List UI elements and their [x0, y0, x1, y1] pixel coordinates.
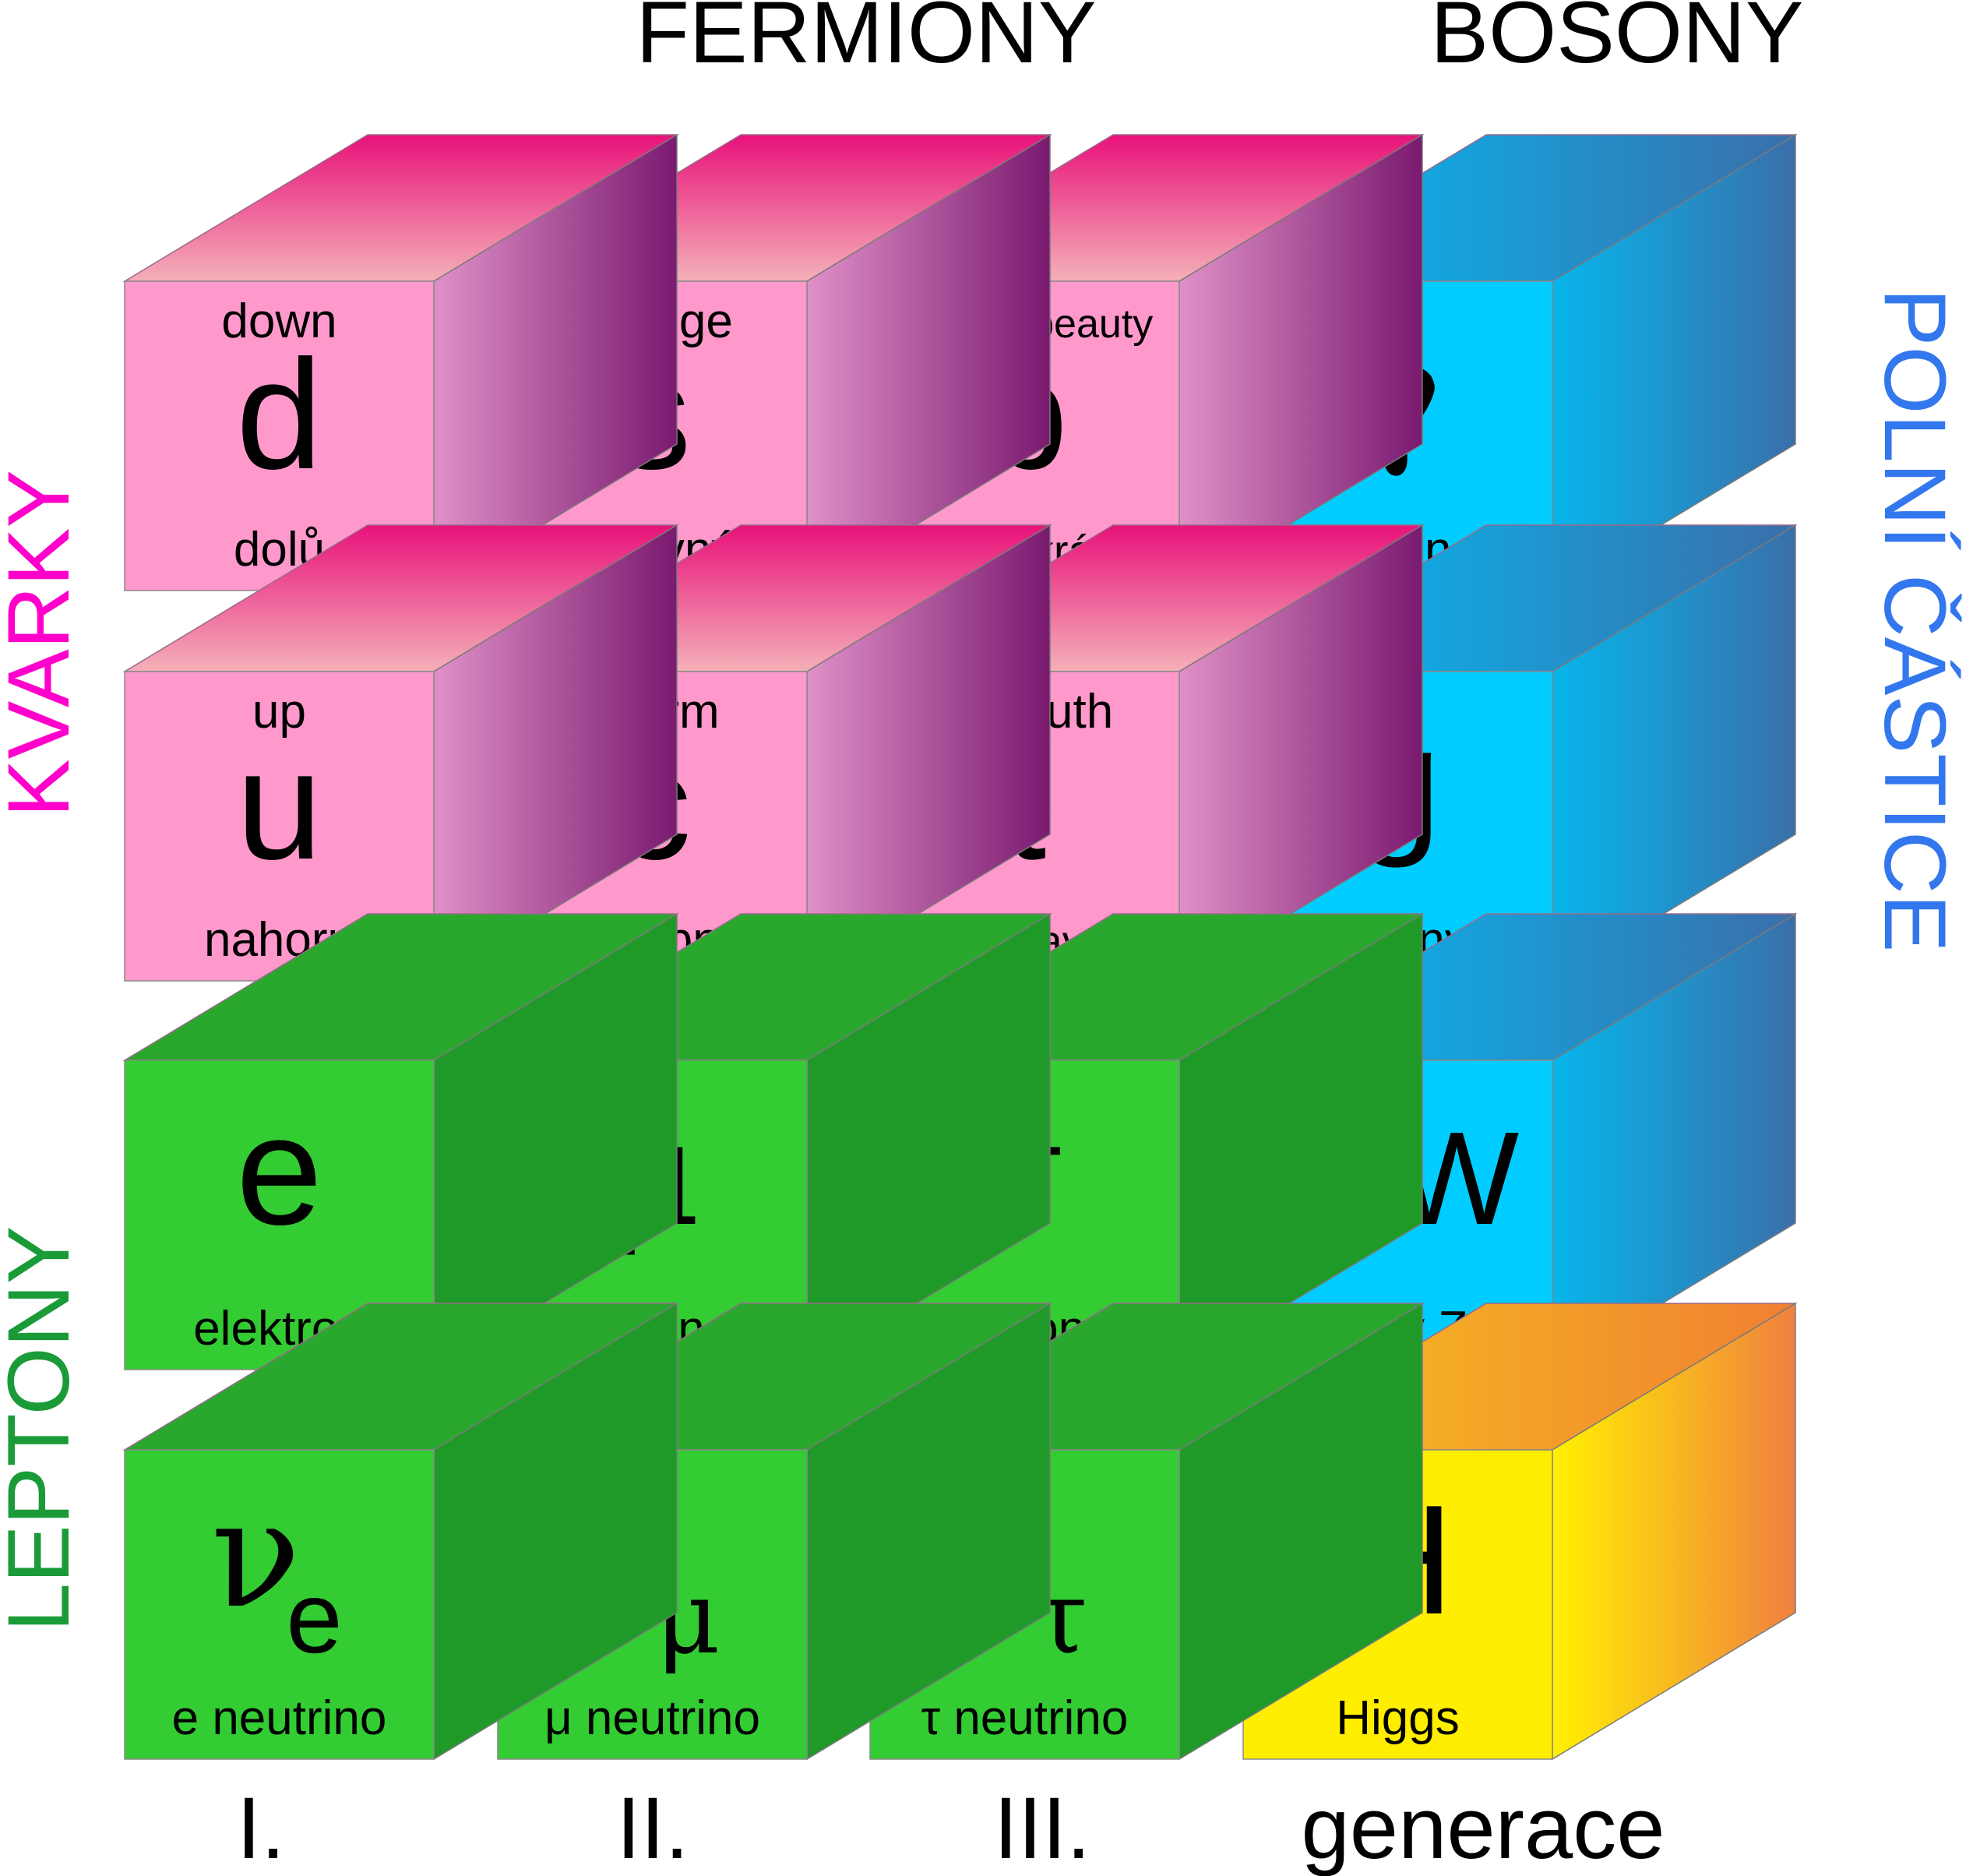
- particle-symbol-subscript: e: [286, 1560, 342, 1674]
- fermions-heading: FERMIONY: [636, 0, 1096, 81]
- generation-label-3: III.: [994, 1779, 1090, 1876]
- particle-symbol: e: [236, 1084, 322, 1257]
- particle-english-name: down: [221, 294, 336, 348]
- particle-english-name: up: [252, 685, 306, 739]
- particle-symbol: ν: [211, 1469, 301, 1641]
- particle-czech-name: μ neutrino: [544, 1691, 760, 1745]
- cube-front-face: [124, 1449, 435, 1760]
- field-particles-label: POLNÍ ČÁSTICE: [1866, 288, 1964, 953]
- generation-label-2: II.: [616, 1779, 689, 1876]
- particle-czech-name: e neutrino: [172, 1691, 387, 1745]
- bosons-heading: BOSONY: [1430, 0, 1803, 81]
- quarks-label: KVARKY: [0, 470, 87, 817]
- particle-symbol: u: [236, 718, 322, 892]
- particle-czech-name: τ neutrino: [921, 1691, 1129, 1745]
- generations-caption: generace: [1301, 1779, 1665, 1876]
- particle-symbol: d: [236, 328, 322, 502]
- leptons-label: LEPTONY: [0, 1226, 87, 1632]
- generation-label-1: I.: [237, 1779, 285, 1876]
- particle-czech-name: Higgs: [1336, 1691, 1460, 1745]
- particle-grid: γfotonbottom/beautybspodní/krásnýstrange…: [122, 133, 1798, 1761]
- particle-cell-e-neutrino: νe e neutrino: [122, 1302, 679, 1761]
